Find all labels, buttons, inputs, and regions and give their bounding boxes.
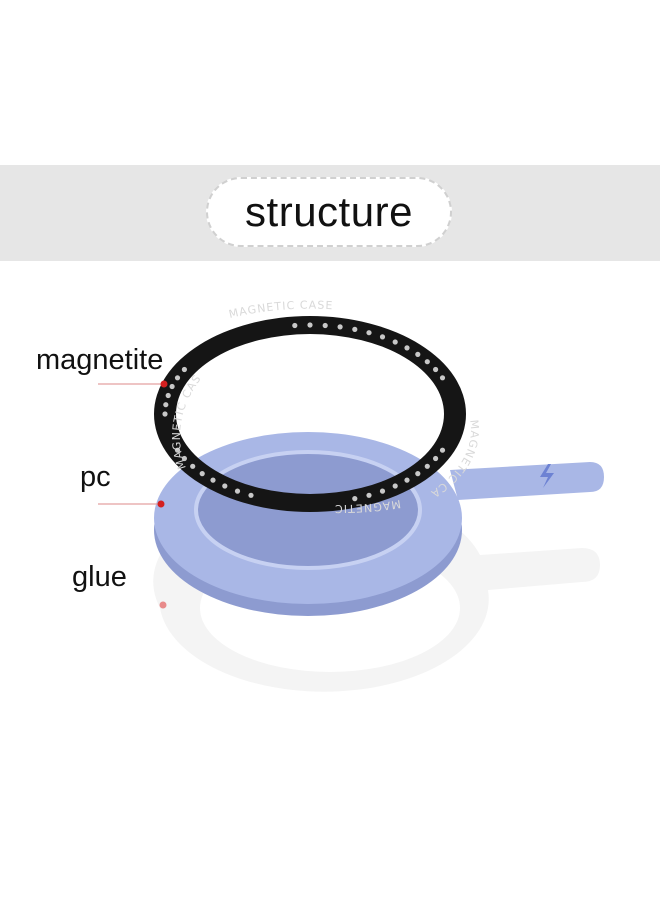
magnet-dot (165, 392, 171, 399)
leader-lines (98, 383, 163, 505)
magnet-dot (162, 411, 168, 417)
magnet-dot (366, 492, 372, 498)
pc-layer (154, 432, 604, 616)
title-pill: structure (206, 177, 452, 247)
magnet-dot (366, 330, 372, 336)
magnet-dot (174, 375, 181, 381)
magnet-dot (415, 471, 421, 477)
magnet-dot (248, 492, 254, 498)
pc-tab (450, 462, 604, 500)
magnet-dot (210, 477, 216, 483)
magnet-dots (162, 322, 446, 502)
magnet-dot (181, 455, 187, 462)
pc-inner-rim (194, 450, 422, 570)
magnet-dot (322, 322, 328, 329)
magnet-dot (379, 488, 386, 494)
label-pc: pc (80, 461, 111, 493)
magnet-dot (433, 455, 439, 462)
magnet-layer: MAGNETIC CASE MAGNETIC CASE MAGNETIC CAS… (0, 0, 481, 515)
leader-dot-pc (157, 500, 165, 508)
magnet-dot (424, 359, 430, 365)
lightning-icon (540, 464, 554, 488)
magnet-dot (337, 324, 343, 330)
magnet-dot (199, 471, 205, 477)
page-title: structure (245, 188, 413, 235)
magnet-dot (307, 322, 313, 328)
magnet-dot (424, 463, 430, 469)
label-magnetite: magnetite (36, 344, 164, 376)
magnet-dot (352, 496, 358, 502)
magnet-dot (174, 447, 181, 453)
magnet-dot (404, 477, 410, 483)
label-glue: glue (72, 561, 127, 593)
magnet-dot (439, 375, 446, 381)
leader-dot-glue (159, 601, 167, 609)
magnet-dot (404, 345, 410, 351)
magnet-dot (163, 402, 169, 408)
leader-dot-magnetite (160, 380, 168, 388)
magnet-dot (392, 339, 398, 345)
magnet-dot (222, 483, 228, 489)
magnet-dot (439, 447, 446, 453)
magnet-dot (292, 322, 298, 329)
magnet-dot (181, 366, 187, 373)
ring-text-right: MAGNETIC CASE (0, 0, 481, 501)
magnet-dot (190, 463, 196, 469)
magnet-dot (352, 326, 358, 332)
magnet-dot (169, 383, 175, 390)
magnet-dot (433, 366, 439, 373)
magnet-dot (415, 351, 421, 357)
magnet-dot (234, 488, 241, 494)
pc-ring (154, 432, 462, 604)
magnet-dot (379, 334, 386, 340)
magnet-dot (392, 483, 398, 489)
